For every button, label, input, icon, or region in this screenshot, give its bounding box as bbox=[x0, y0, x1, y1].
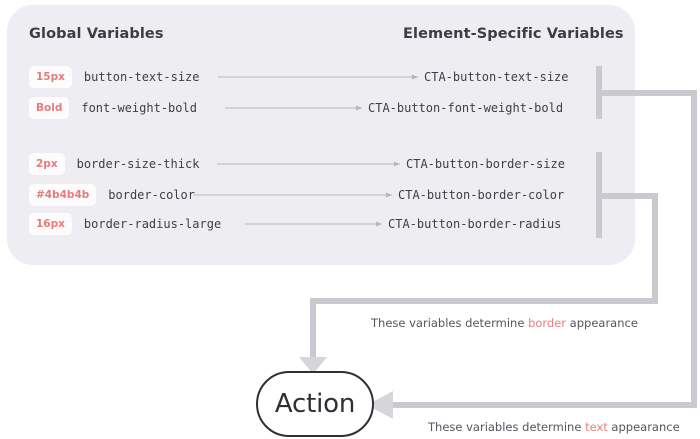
border-caption-highlight: border bbox=[528, 316, 567, 330]
global-variable-name: button-text-size bbox=[83, 70, 200, 84]
text-caption-prefix: These variables determine bbox=[428, 420, 586, 434]
global-variable-row: Bold font-weight-bold bbox=[29, 96, 197, 120]
text-caption-highlight: text bbox=[585, 420, 608, 434]
action-button-label: Action bbox=[274, 389, 356, 419]
value-chip: #4b4b4b bbox=[29, 184, 97, 206]
element-variables-heading: Element-Specific Variables bbox=[403, 26, 624, 42]
value-chip: 2px bbox=[29, 153, 65, 175]
global-variable-row: #4b4b4b border-color bbox=[29, 183, 195, 207]
global-variable-name: border-color bbox=[108, 188, 195, 202]
border-caption: These variables determine border appeara… bbox=[371, 316, 638, 330]
element-variable-name: CTA-button-font-weight-bold bbox=[368, 101, 564, 115]
global-variable-name: border-size-thick bbox=[76, 157, 200, 171]
action-button[interactable]: Action bbox=[256, 371, 374, 437]
global-variable-name: border-radius-large bbox=[83, 217, 222, 231]
value-chip: 15px bbox=[29, 66, 72, 88]
text-caption-suffix: appearance bbox=[607, 420, 680, 434]
element-variable-name: CTA-button-border-color bbox=[398, 188, 565, 202]
border-caption-suffix: appearance bbox=[566, 316, 638, 330]
global-variable-row: 15px button-text-size bbox=[29, 65, 200, 89]
border-caption-prefix: These variables determine bbox=[371, 316, 529, 330]
element-variable-name: CTA-button-text-size bbox=[424, 70, 569, 84]
global-variable-row: 16px border-radius-large bbox=[29, 212, 221, 236]
global-variables-heading: Global Variables bbox=[29, 26, 164, 42]
element-variable-name: CTA-button-border-size bbox=[406, 157, 565, 171]
element-variable-name: CTA-button-border-radius bbox=[388, 217, 562, 231]
value-chip: Bold bbox=[29, 97, 70, 119]
global-variable-row: 2px border-size-thick bbox=[29, 152, 199, 176]
text-caption: These variables determine text appearanc… bbox=[428, 420, 680, 434]
global-variable-name: font-weight-bold bbox=[81, 101, 197, 115]
value-chip: 16px bbox=[29, 213, 72, 235]
